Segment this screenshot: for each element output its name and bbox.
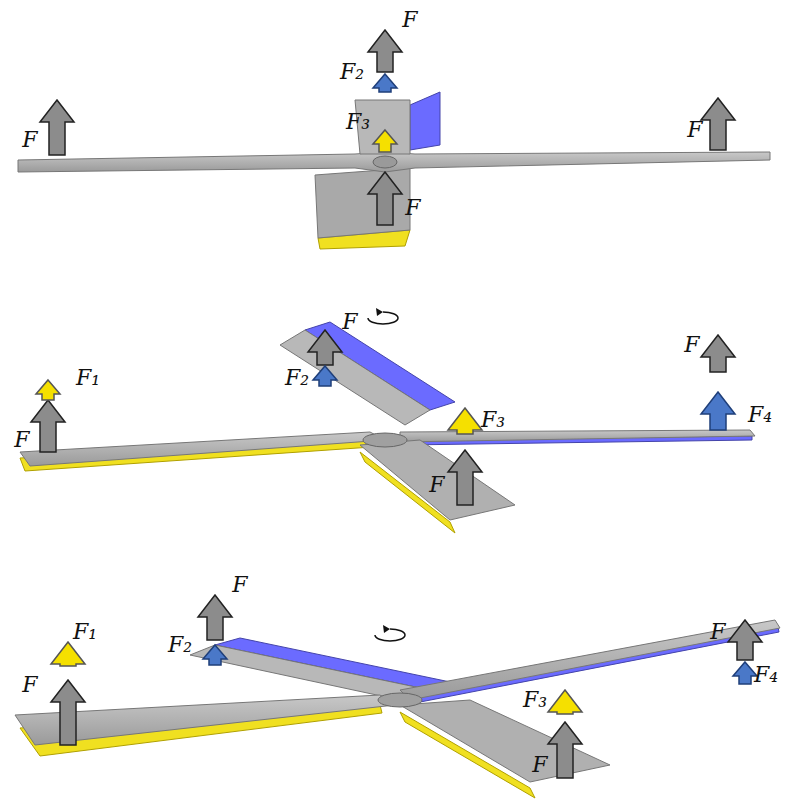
grey-force-arrow <box>31 30 762 778</box>
yellow-force-arrow <box>36 130 582 714</box>
force-label: F <box>429 474 444 496</box>
force-label: F₂ <box>168 634 192 656</box>
force-label: F <box>22 129 37 151</box>
force-label: F₃ <box>346 111 370 133</box>
rotor-oblique-view <box>20 308 755 533</box>
force-label: F <box>232 574 247 596</box>
force-label: F <box>342 311 357 333</box>
force-label: F <box>684 334 699 356</box>
rotor-rotated-view <box>15 620 780 798</box>
force-label: F <box>402 9 417 31</box>
force-label: F₃ <box>523 689 547 711</box>
blue-force-arrow <box>203 74 757 684</box>
force-label: F₁ <box>76 367 100 389</box>
force-label: F₄ <box>748 404 772 426</box>
force-label: F₃ <box>481 409 505 431</box>
force-label: F <box>14 429 29 451</box>
force-label: F <box>687 119 702 141</box>
force-label: F₄ <box>754 664 778 686</box>
rotor-side-view <box>18 92 770 249</box>
force-arrows <box>31 30 762 778</box>
force-label: F₁ <box>73 621 97 643</box>
force-label: F <box>532 754 547 776</box>
force-label: F₂ <box>340 61 364 83</box>
force-label: F <box>405 197 420 219</box>
force-label: F <box>710 621 725 643</box>
force-label: F <box>22 674 37 696</box>
force-label: F₂ <box>285 367 309 389</box>
